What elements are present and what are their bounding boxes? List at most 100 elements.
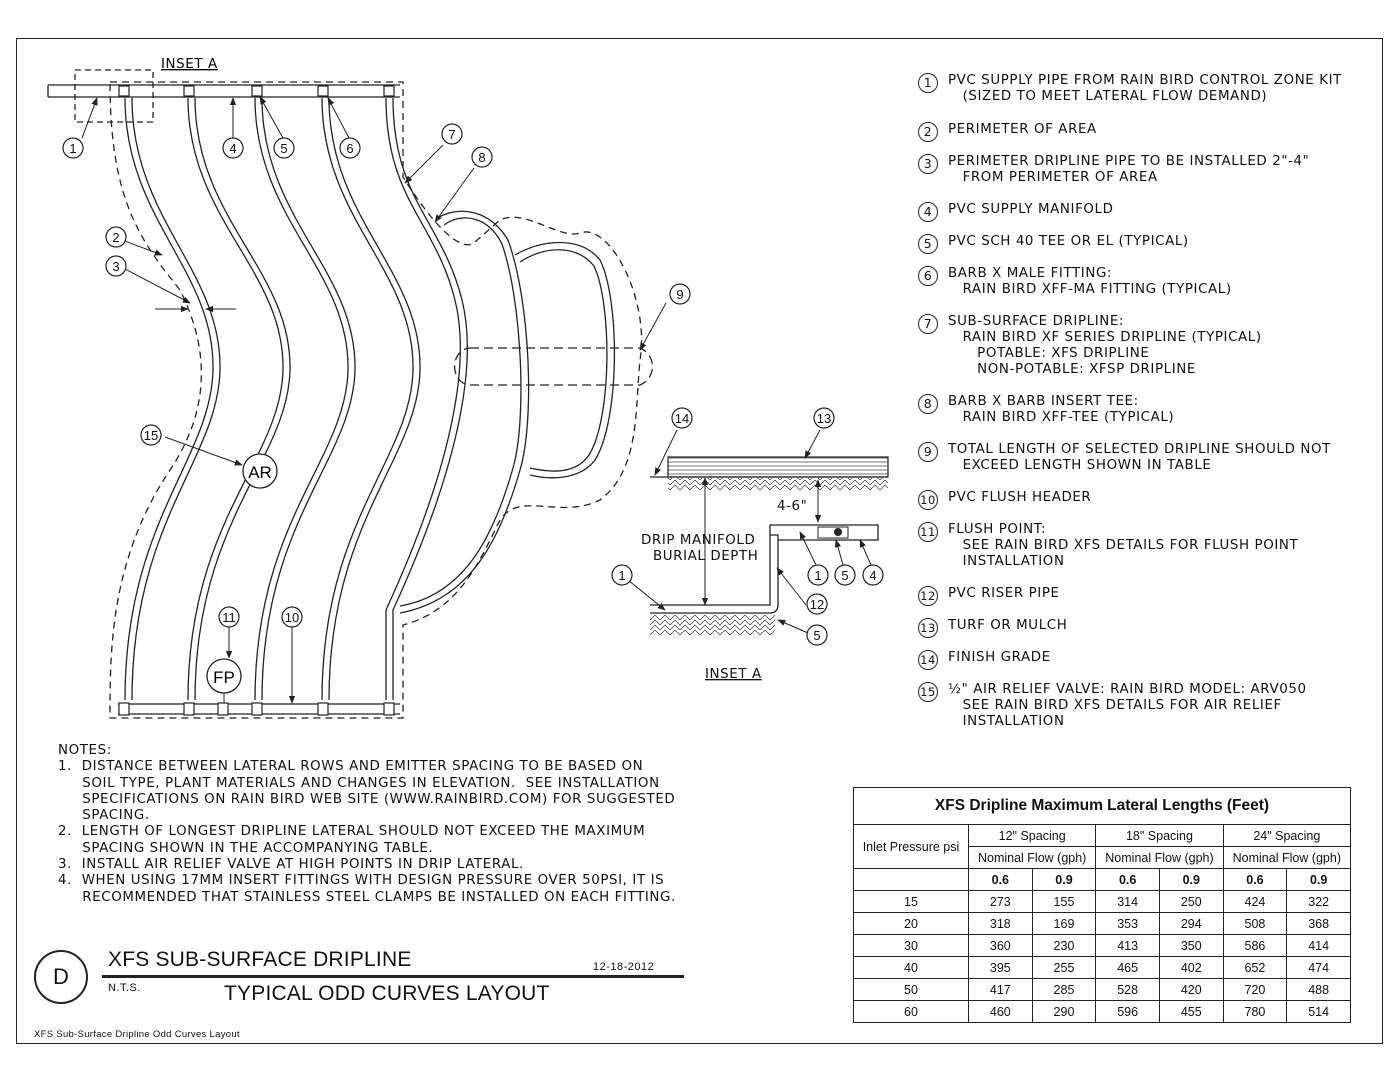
svg-text:AR: AR xyxy=(248,463,272,482)
length-cell: 424 xyxy=(1222,890,1288,913)
inset-a-box xyxy=(74,69,154,123)
boundary-9 xyxy=(453,347,653,386)
svg-text:7: 7 xyxy=(448,127,455,142)
title-block: D XFS SUB-SURFACE DRIPLINE 12-18-2012 N.… xyxy=(34,944,684,1024)
legend-number: 3 xyxy=(918,154,938,174)
notes: NOTES: 1. DISTANCE BETWEEN LATERAL ROWS … xyxy=(58,743,698,906)
svg-text:5: 5 xyxy=(280,141,287,156)
svg-text:15: 15 xyxy=(144,428,158,443)
svg-text:BURIAL DEPTH: BURIAL DEPTH xyxy=(653,549,758,564)
drawing-date: 12-18-2012 xyxy=(593,961,655,973)
legend-item: 3 PERIMETER DRIPLINE PIPE TO BE INSTALLED… xyxy=(918,154,1378,186)
legend-number: 15 xyxy=(918,682,938,702)
legend-text: (SIZED TO MEET LATERAL FLOW DEMAND) xyxy=(948,89,1268,104)
length-cell: 322 xyxy=(1286,890,1351,913)
length-cell: 596 xyxy=(1095,1000,1160,1023)
pressure-cell: 50 xyxy=(853,978,969,1001)
legend-number: 11 xyxy=(918,522,938,542)
svg-text:4: 4 xyxy=(869,568,876,583)
legend-text: ½" AIR RELIEF VALVE: RAIN BIRD MODEL: AR… xyxy=(948,682,1307,697)
length-cell: 395 xyxy=(968,956,1033,979)
length-cell: 273 xyxy=(968,890,1033,913)
inset-a-label: INSET A xyxy=(161,57,218,72)
legend-number: 5 xyxy=(918,234,938,254)
legend-text: FROM PERIMETER OF AREA xyxy=(948,170,1158,185)
svg-text:9: 9 xyxy=(676,287,683,302)
title-rule xyxy=(102,975,684,978)
legend-text: SUB-SURFACE DRIPLINE: xyxy=(948,314,1125,329)
legend-text: PERIMETER DRIPLINE PIPE TO BE INSTALLED … xyxy=(948,154,1310,169)
legend-item: 5 PVC SCH 40 TEE OR EL (TYPICAL) xyxy=(918,234,1378,254)
legend-text: TURF OR MULCH xyxy=(948,618,1068,633)
svg-text:1: 1 xyxy=(69,141,76,156)
main-callout-numbers: 1 4 5 6 7 8 2 3 9 15 11 10 xyxy=(69,127,683,625)
svg-text:4-6": 4-6" xyxy=(777,499,807,514)
legend-text: FINISH GRADE xyxy=(948,650,1051,665)
svg-text:11: 11 xyxy=(222,610,236,625)
svg-text:4: 4 xyxy=(229,141,236,156)
note-line: 1. DISTANCE BETWEEN LATERAL ROWS AND EMI… xyxy=(58,759,644,775)
supply-manifold xyxy=(47,84,400,98)
air-relief-valve: AR xyxy=(242,453,278,489)
legend-text: PERIMETER OF AREA xyxy=(948,122,1097,137)
pressure-cell: 60 xyxy=(853,1000,969,1023)
flow-value: 0.9 xyxy=(1286,868,1351,891)
legend-text: PVC RISER PIPE xyxy=(948,586,1060,601)
legend-text: PVC SCH 40 TEE OR EL (TYPICAL) xyxy=(948,234,1189,249)
svg-text:12: 12 xyxy=(810,597,824,612)
dripline-laterals xyxy=(124,97,616,701)
note-line: 3. INSTALL AIR RELIEF VALVE AT HIGH POIN… xyxy=(58,857,524,873)
legend-text: PVC FLUSH HEADER xyxy=(948,490,1092,505)
flow-value: 0.9 xyxy=(1158,868,1224,891)
length-cell: 294 xyxy=(1158,912,1224,935)
legend-text: RAIN BIRD XF SERIES DRIPLINE (TYPICAL) xyxy=(948,330,1262,345)
length-cell: 455 xyxy=(1158,1000,1224,1023)
legend-number: 10 xyxy=(918,490,938,510)
svg-text:2: 2 xyxy=(112,230,119,245)
length-cell: 586 xyxy=(1222,934,1288,957)
row-header: Inlet Pressure psi xyxy=(853,824,969,869)
length-cell: 353 xyxy=(1095,912,1160,935)
legend-text: EXCEED LENGTH SHOWN IN TABLE xyxy=(948,458,1212,473)
table-title: XFS Dripline Maximum Lateral Lengths (Fe… xyxy=(853,787,1351,825)
length-cell: 652 xyxy=(1222,956,1288,979)
length-cell: 420 xyxy=(1158,978,1224,1001)
length-cell: 250 xyxy=(1158,890,1224,913)
legend-number: 13 xyxy=(918,618,938,638)
length-cell: 460 xyxy=(968,1000,1033,1023)
flow-value: 0.9 xyxy=(1031,868,1097,891)
flow-header: Nominal Flow (gph) xyxy=(1222,846,1352,869)
legend-text: SEE RAIN BIRD XFS DETAILS FOR FLUSH POIN… xyxy=(948,538,1299,553)
legend-text: INSTALLATION xyxy=(948,554,1065,569)
length-cell: 474 xyxy=(1286,956,1351,979)
length-cell: 290 xyxy=(1031,1000,1097,1023)
svg-text:DRIP MANIFOLD: DRIP MANIFOLD xyxy=(641,533,755,548)
svg-text:1: 1 xyxy=(814,568,821,583)
svg-text:6: 6 xyxy=(346,141,353,156)
legend-text: TOTAL LENGTH OF SELECTED DRIPLINE SHOULD… xyxy=(948,442,1331,457)
legend-text: RAIN BIRD XFF-MA FITTING (TYPICAL) xyxy=(948,282,1232,297)
detail-letter: D xyxy=(34,950,88,1004)
legend-item: 10 PVC FLUSH HEADER xyxy=(918,490,1378,510)
note-line: SPACING SHOWN IN THE ACCOMPANYING TABLE. xyxy=(58,840,434,856)
length-cell: 508 xyxy=(1222,912,1288,935)
length-cell: 368 xyxy=(1286,912,1351,935)
legend-number: 6 xyxy=(918,266,938,286)
drawing-title: XFS SUB-SURFACE DRIPLINE xyxy=(108,948,412,971)
legend-text: PVC SUPPLY MANIFOLD xyxy=(948,202,1114,217)
spacing-header: 18" Spacing xyxy=(1095,824,1224,847)
length-cell: 350 xyxy=(1158,934,1224,957)
inset-callouts xyxy=(611,407,884,646)
svg-text:5: 5 xyxy=(841,568,848,583)
flush-point: FP xyxy=(206,658,242,703)
